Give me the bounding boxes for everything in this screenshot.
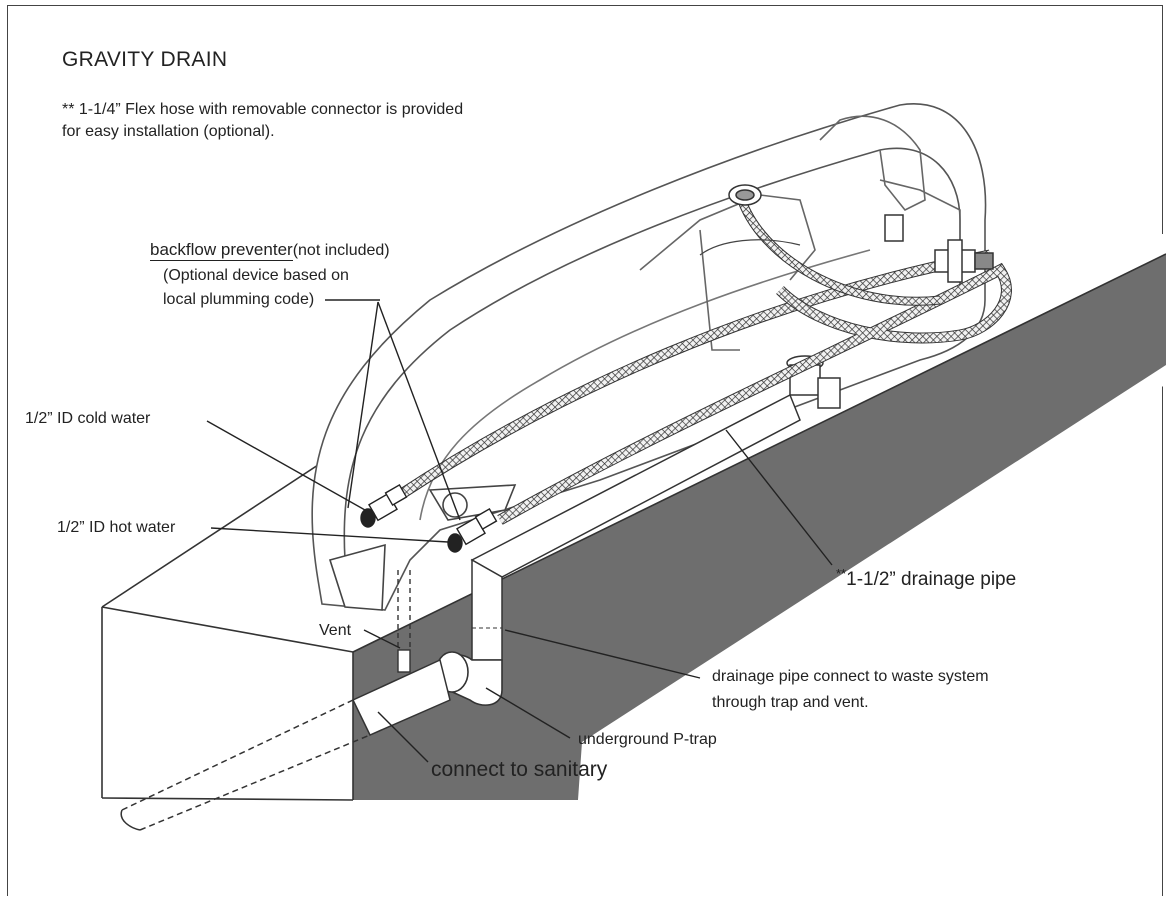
backflow-optional-line1: (Optional device based on	[163, 267, 349, 284]
flex-hose-note-line1: ** 1-1/4” Flex hose with removable conne…	[62, 101, 464, 118]
flex-hoses	[396, 193, 1012, 525]
hot-water-connector	[447, 507, 498, 553]
mixing-valve	[884, 214, 994, 283]
drainage-pipe	[470, 393, 801, 661]
sanitary-pipe	[120, 658, 451, 831]
hot-water-label: 1/2” ID hot water	[57, 519, 176, 536]
hand-shower	[728, 184, 762, 206]
drainage-pipe-asterisks: **	[836, 566, 847, 581]
vent-pipe	[397, 570, 411, 673]
leader-lines	[206, 299, 833, 763]
drainage-pipe-label: **1-1/2” drainage pipe	[836, 564, 1016, 589]
waste-system-line1: drainage pipe connect to waste system	[712, 668, 989, 685]
sanitary-connection-label: connect to sanitary	[431, 758, 608, 781]
backflow-preventer-label: backflow preventer(not included)	[150, 240, 390, 261]
diagram-title: GRAVITY DRAIN	[62, 48, 228, 71]
not-included-text: (not included)	[292, 242, 390, 259]
cold-water-label: 1/2” ID cold water	[25, 410, 151, 427]
flex-hose-note-line2: for easy installation (optional).	[62, 123, 275, 140]
waste-system-line2: through trap and vent.	[712, 694, 869, 711]
waste-system-note: drainage pipe connect to waste system th…	[712, 664, 989, 716]
backflow-preventer-text: backflow preventer	[150, 240, 293, 261]
vent-label: Vent	[319, 622, 352, 639]
cold-water-connector	[360, 483, 408, 528]
p-trap-label: underground P-trap	[578, 731, 717, 748]
drainage-pipe-text: 1-1/2” drainage pipe	[846, 569, 1017, 590]
diagram-frame	[7, 5, 1163, 896]
backflow-optional-line2: local plumming code)	[163, 291, 315, 308]
backflow-optional-note: (Optional device based on local plumming…	[163, 264, 349, 312]
